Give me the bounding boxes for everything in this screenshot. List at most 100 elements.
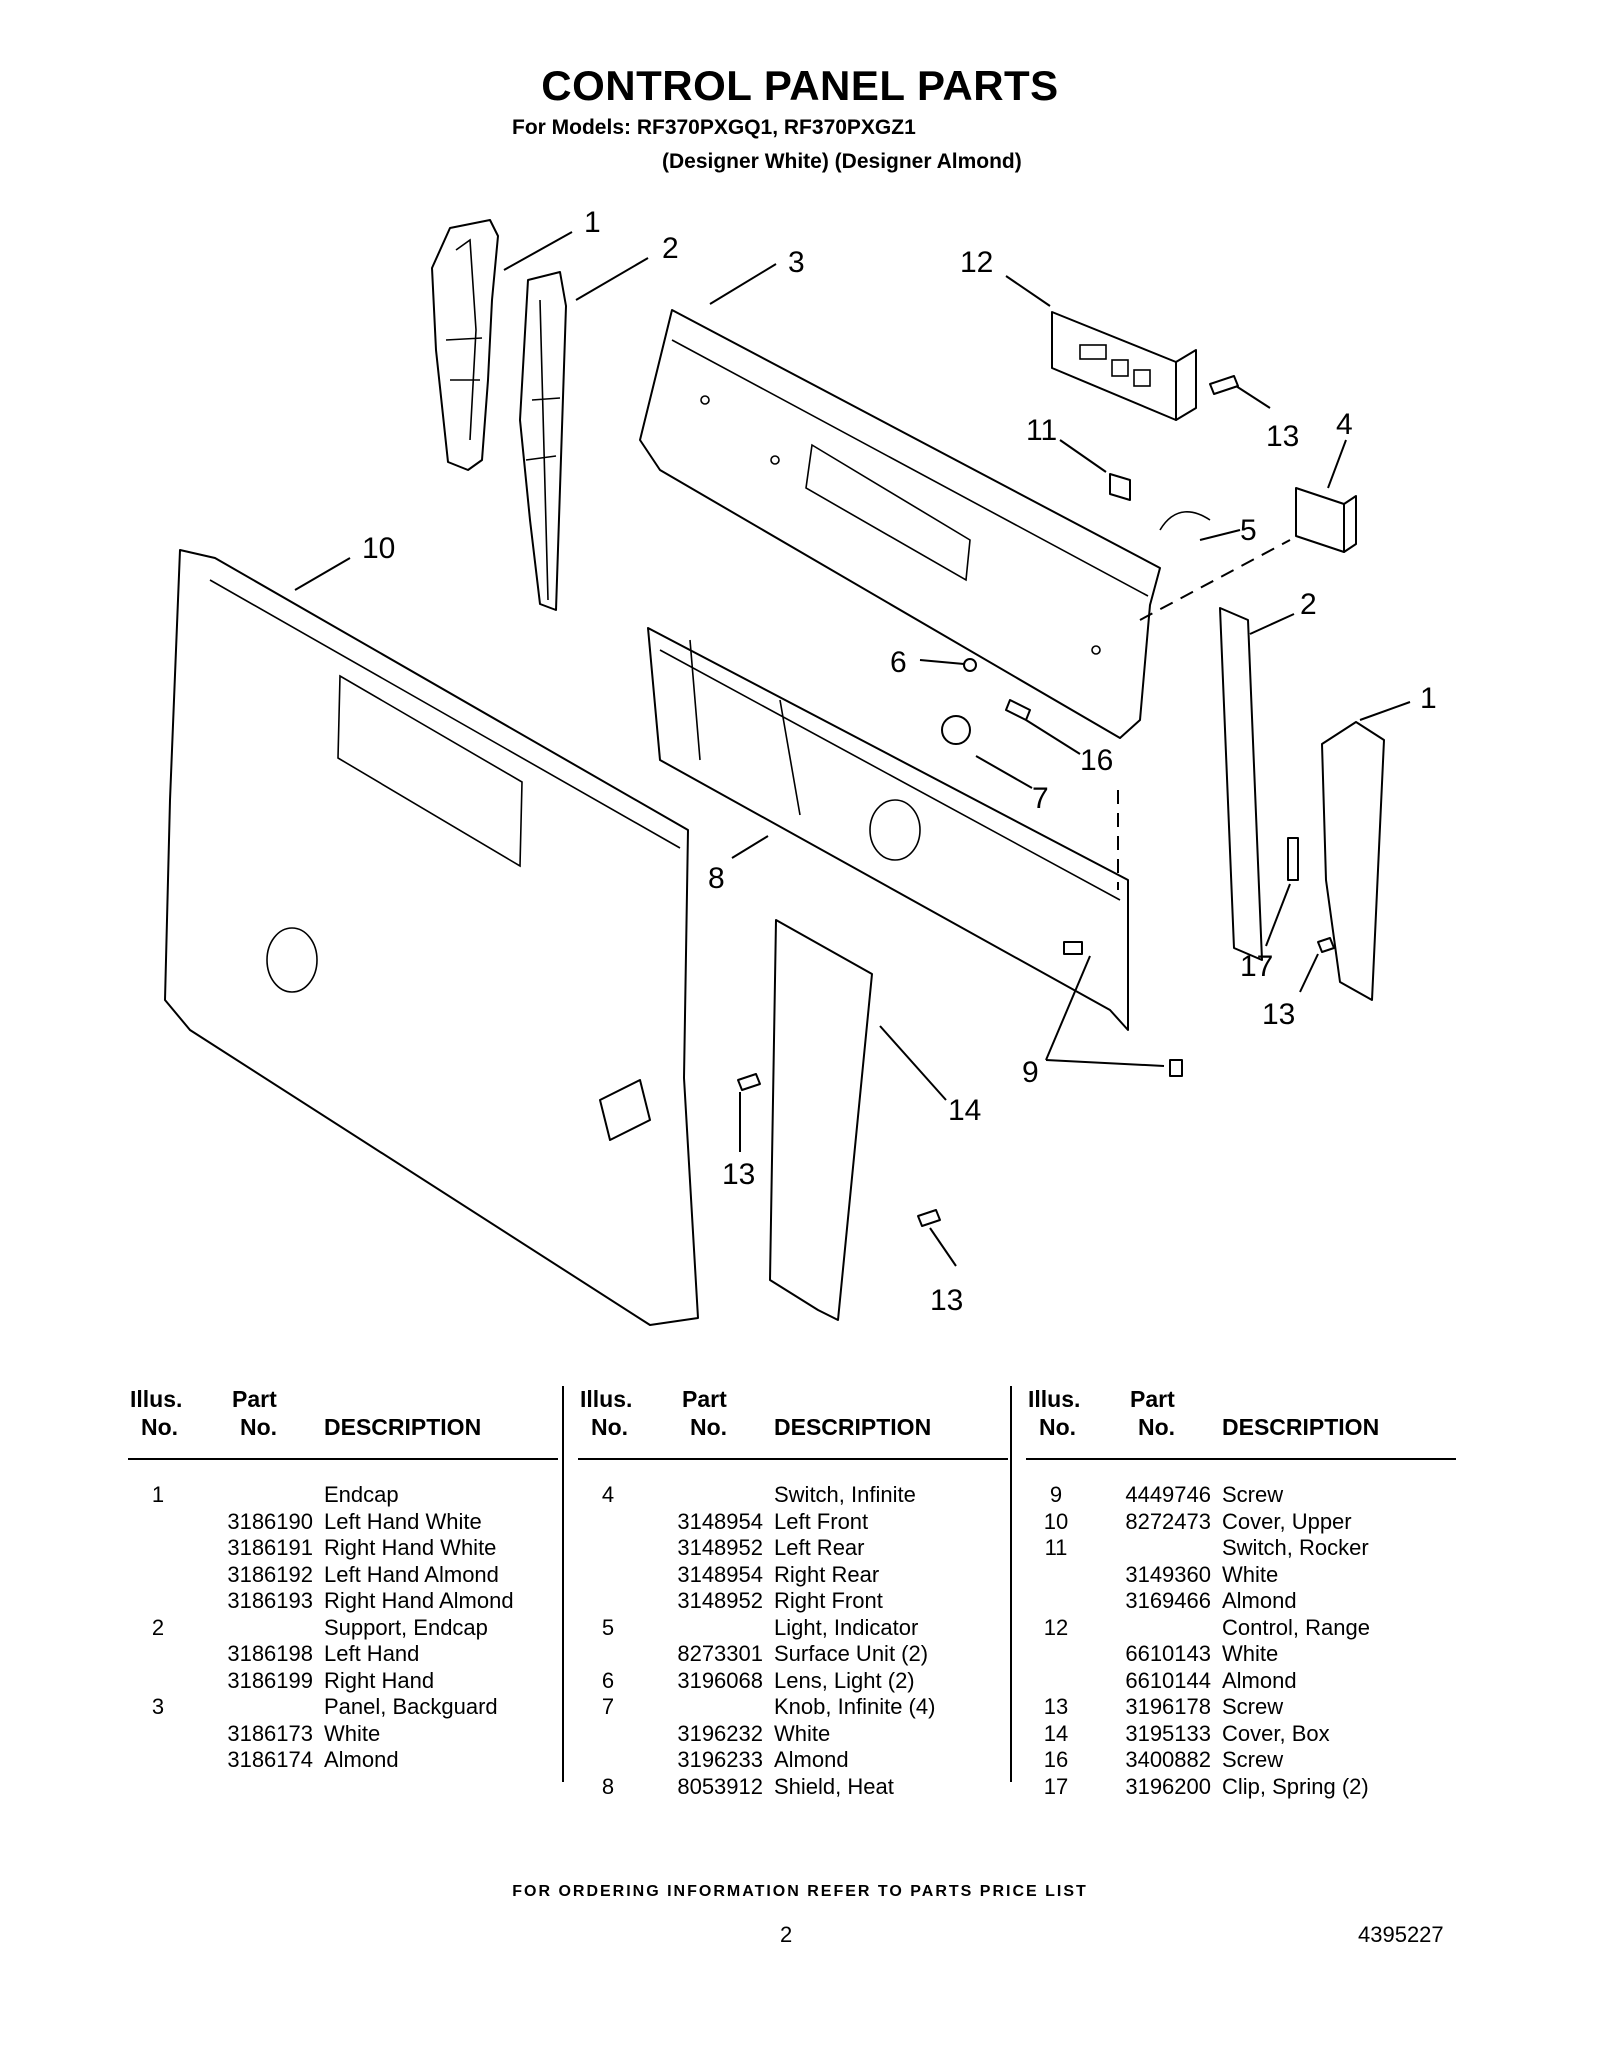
part-no: 4449746 [1125,1482,1211,1507]
header-part-no: No. [690,1414,728,1440]
part-no: 3196200 [1125,1773,1211,1799]
description: Cover, Upper [1222,1508,1352,1534]
header-illus: Illus. [580,1386,633,1412]
description: White [774,1720,831,1746]
description: Right Rear [774,1561,880,1587]
part-no: 3186192 [227,1561,313,1587]
header-part-no: No. [240,1414,278,1440]
callout-12: 12 [960,246,993,279]
callout-13-b: 13 [1262,998,1295,1031]
part-no: 3196232 [677,1720,763,1746]
callout-17: 17 [1240,950,1273,983]
part-right-support [1219,607,1263,961]
header-illus-no: No. [1039,1414,1077,1440]
part-no: 3196068 [677,1667,763,1693]
part-no: 3186193 [227,1588,313,1613]
part-no: 3400882 [1125,1747,1211,1772]
part-no: 3196178 [1125,1694,1211,1719]
part-no: 3148954 [677,1508,763,1534]
table-row: 3169466 Almond [1026,1588,1456,1615]
part-no: 8053912 [677,1773,763,1799]
callout-3: 3 [788,246,805,279]
callout-7: 7 [1032,782,1049,815]
callout-13-c: 13 [722,1158,755,1191]
description: Lens, Light (2) [774,1667,915,1693]
header-description: DESCRIPTION [324,1414,482,1440]
description: Left Front [774,1508,869,1534]
colors-line: (Designer White) (Designer Almond) [662,150,1022,173]
part-spring-clip [1287,837,1299,881]
page-title: CONTROL PANEL PARTS [541,62,1059,109]
description: Clip, Spring (2) [1222,1773,1369,1799]
illus-no: 3 [151,1694,165,1719]
description: Screw [1222,1747,1284,1772]
callout-2-right: 2 [1300,588,1317,621]
description: Left Hand [324,1641,420,1666]
part-no: 3148954 [677,1561,763,1587]
callout-1-right: 1 [1420,682,1437,715]
callout-14: 14 [948,1094,981,1127]
part-heat-shield [647,627,1129,1031]
table-row: 16 3400882 Screw [1026,1747,1456,1774]
illus-no: 14 [1043,1720,1069,1746]
part-infinite-switch [1295,487,1345,553]
description: Panel, Backguard [324,1694,498,1719]
description: Almond [1222,1588,1297,1613]
illus-no: 16 [1043,1747,1069,1772]
table-row: 3148954 Left Front [578,1509,1008,1536]
description: Right Front [774,1588,883,1613]
description: Screw [1222,1482,1284,1507]
description: Switch, Infinite [774,1482,916,1507]
header-illus-no: No. [591,1414,629,1440]
illus-no: 5 [601,1614,615,1640]
illus-no: 17 [1043,1773,1069,1799]
header-description: DESCRIPTION [774,1414,932,1440]
description: White [1222,1561,1279,1587]
description: Switch, Rocker [1222,1535,1369,1560]
part-left-endcap [431,219,499,471]
callout-13-a: 13 [1266,420,1299,453]
callout-9: 9 [1022,1056,1039,1089]
header-part-no: No. [1138,1414,1176,1440]
part-range-control [1051,311,1177,421]
description: Right Hand [324,1667,435,1693]
part-screw-16 [1005,699,1031,721]
header-part: Part [682,1386,727,1412]
part-no: 3195133 [1125,1720,1211,1746]
callout-16: 16 [1080,744,1113,777]
illus-no: 12 [1043,1614,1069,1640]
header-part: Part [232,1386,277,1412]
illus-no: 2 [151,1614,165,1640]
callout-5: 5 [1240,514,1257,547]
part-right-endcap [1321,721,1385,1001]
description: Almond [774,1747,849,1772]
description: Surface Unit (2) [774,1641,929,1666]
table-row: 17 3196200 Clip, Spring (2) [1026,1774,1456,1801]
part-no: 6610144 [1125,1667,1211,1693]
part-no: 6610143 [1125,1641,1211,1666]
part-no: 3169466 [1125,1588,1211,1613]
description: Support, Endcap [324,1614,488,1640]
header-illus-no: No. [141,1414,179,1440]
part-no: 3148952 [677,1535,763,1560]
